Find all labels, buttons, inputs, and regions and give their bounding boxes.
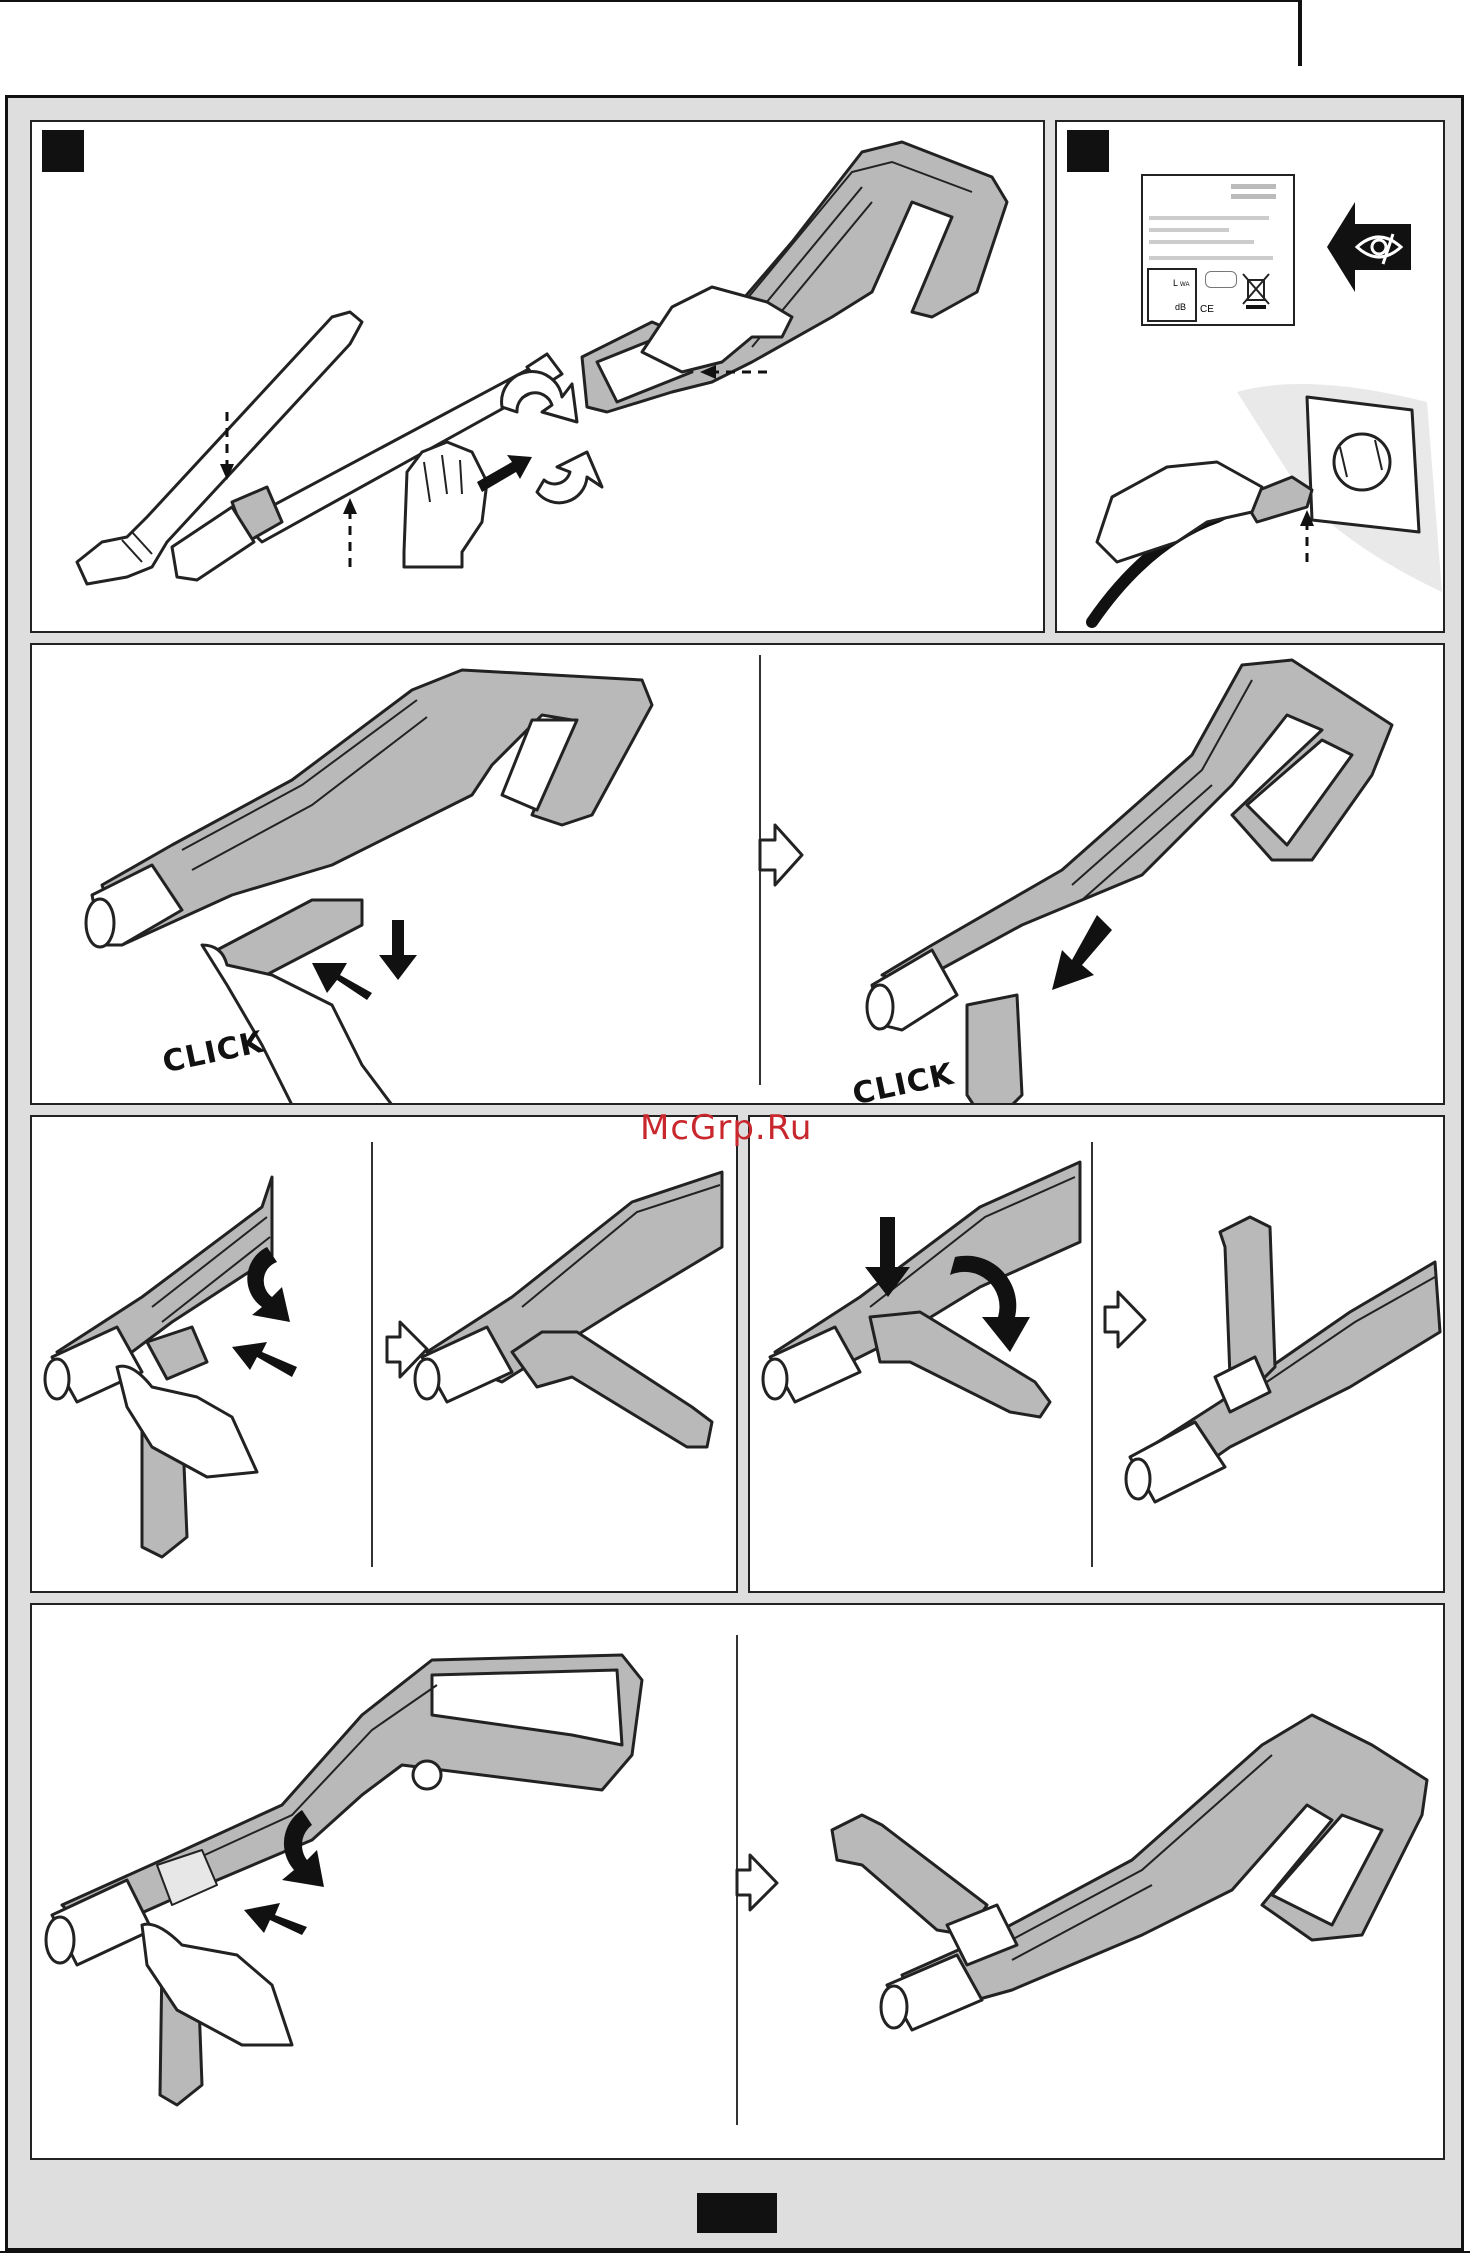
- next-step-arrow-icon: [1105, 1292, 1145, 1347]
- header-rule-tick: [1298, 0, 1302, 66]
- rotate-arrow-lower: [537, 452, 602, 503]
- illustration-page: L WA dB CE: [5, 95, 1464, 2251]
- gun-body: [102, 670, 652, 945]
- panel-read-label-plug: L WA dB CE: [1055, 120, 1445, 633]
- next-step-arrow-icon: [737, 1855, 777, 1910]
- footer-rule: [0, 2251, 1470, 2253]
- press-arrow: [312, 963, 372, 1000]
- rotate-handle-a-illustration: [32, 1117, 738, 1593]
- header-rule: [0, 0, 1300, 2]
- hand-gripping: [117, 1366, 257, 1477]
- panel-rotate-handle-a: [30, 1115, 738, 1593]
- hand-holding-plug: [1097, 462, 1262, 562]
- hand-glove: [404, 442, 487, 567]
- press-collar-arrow: [244, 1903, 307, 1935]
- panel-unfold-handle: CLICK CLICK: [30, 643, 1445, 1105]
- watermark: McGrp.Ru: [640, 1108, 812, 1148]
- push-arrow: [477, 455, 532, 492]
- handle-unfolded: [967, 995, 1022, 1105]
- next-step-arrow-icon: [760, 825, 802, 885]
- panel-handle-rear: [30, 1603, 1445, 2160]
- panel-rotate-handle-b: [748, 1115, 1445, 1593]
- press-collar-arrow: [232, 1342, 297, 1377]
- hose-connector: [413, 1761, 441, 1789]
- handle-sideways: [512, 1332, 712, 1447]
- rotate-arrow: [502, 372, 577, 422]
- plug-socket-illustration: [1057, 122, 1445, 633]
- finger-pressing-button: [202, 945, 392, 1105]
- handle-rear-illustration: [32, 1605, 1445, 2160]
- rotate-handle-b-illustration: [750, 1117, 1445, 1593]
- swing-down-arrow: [1052, 915, 1112, 990]
- lance-assembly-illustration: [32, 122, 1045, 633]
- gun-body-unfolded: [882, 660, 1392, 985]
- fold-down-arrow: [379, 920, 417, 980]
- page-number-tab: [697, 2193, 777, 2233]
- panel-assemble-lance: [30, 120, 1045, 633]
